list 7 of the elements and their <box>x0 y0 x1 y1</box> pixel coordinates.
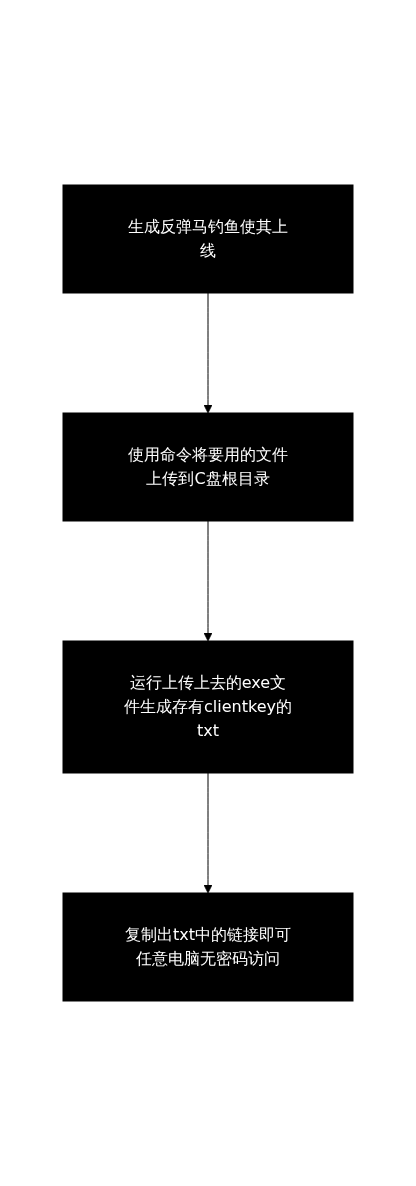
node-box: 使用命令将要用的文件上传到C盘根目录 <box>62 412 354 522</box>
arrow <box>203 520 213 642</box>
node-box: 生成反弹马钓鱼使其上线 <box>62 184 354 294</box>
arrow <box>203 772 213 894</box>
node-box: 复制出txt中的链接即可任意电脑无密码访问 <box>62 892 354 1002</box>
arrow <box>203 292 213 414</box>
node-box: 运行上传上去的exe文件生成存有clientkey的txt <box>62 640 354 774</box>
